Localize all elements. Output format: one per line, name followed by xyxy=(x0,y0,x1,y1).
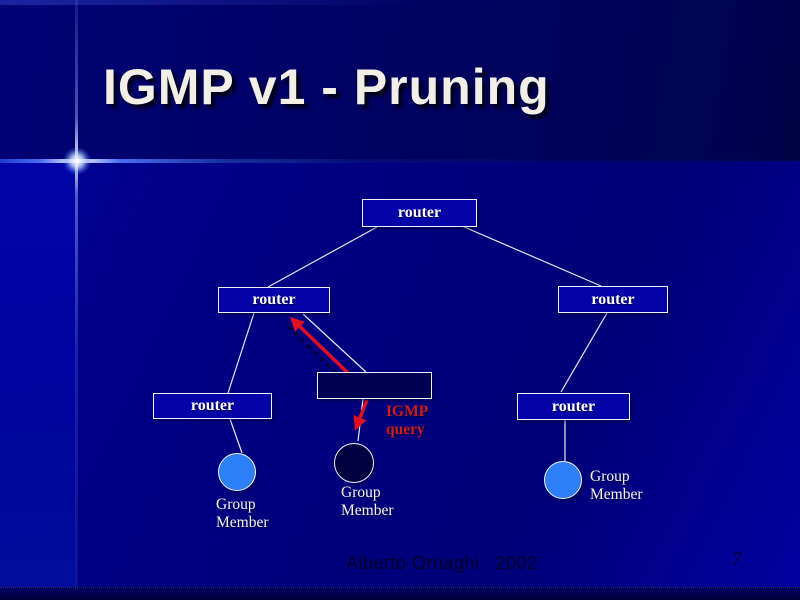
background-title-band xyxy=(0,0,800,161)
page-number: 7 xyxy=(732,549,742,570)
lens-flare-vertical-line xyxy=(75,0,78,588)
bottom-bar xyxy=(0,587,800,600)
group-member-circle-left xyxy=(218,453,256,491)
router-label: router xyxy=(591,290,635,308)
router-box-low-right: router xyxy=(517,393,630,420)
router-label: router xyxy=(551,397,596,415)
group-member-label-right: Group Member xyxy=(590,468,643,504)
query-arrow-shadow xyxy=(286,324,345,382)
footer: Alberto Ornaghi 2002 xyxy=(346,553,538,574)
group-member-label-left: Group Member xyxy=(216,496,269,532)
router-box-mid-right: router xyxy=(558,286,668,313)
igmp-query-arrow-up xyxy=(289,317,351,376)
router-box-top: router xyxy=(362,199,477,227)
router-box-queried xyxy=(317,372,432,399)
queried-host-circle xyxy=(334,443,374,483)
slide-title: IGMP v1 - Pruning xyxy=(103,59,550,115)
link-top-to-midright xyxy=(461,225,602,287)
igmp-query-label: IGMP query xyxy=(386,403,428,438)
link-top-to-midleft xyxy=(267,226,378,288)
link-midleft-to-queried xyxy=(302,313,367,373)
background-left-strip xyxy=(0,161,76,588)
lens-flare-core xyxy=(63,147,91,175)
router-label: router xyxy=(252,291,296,308)
lens-flare-horizontal-line xyxy=(0,159,800,163)
link-midleft-to-lowleft xyxy=(227,312,255,394)
footer-author: Alberto Ornaghi xyxy=(346,553,480,573)
router-box-mid-left: router xyxy=(218,287,330,313)
group-member-label-mid: Group Member xyxy=(341,484,394,520)
igmp-query-arrow-down xyxy=(353,399,369,431)
group-member-circle-right xyxy=(544,461,582,499)
link-lowleft-to-host xyxy=(229,418,243,454)
router-label: router xyxy=(190,397,235,414)
router-label: router xyxy=(397,204,442,221)
background-top-highlight xyxy=(0,0,420,5)
router-box-low-left: router xyxy=(153,393,272,419)
footer-year: 2002 xyxy=(495,553,538,573)
link-midright-to-lowright xyxy=(560,312,608,393)
